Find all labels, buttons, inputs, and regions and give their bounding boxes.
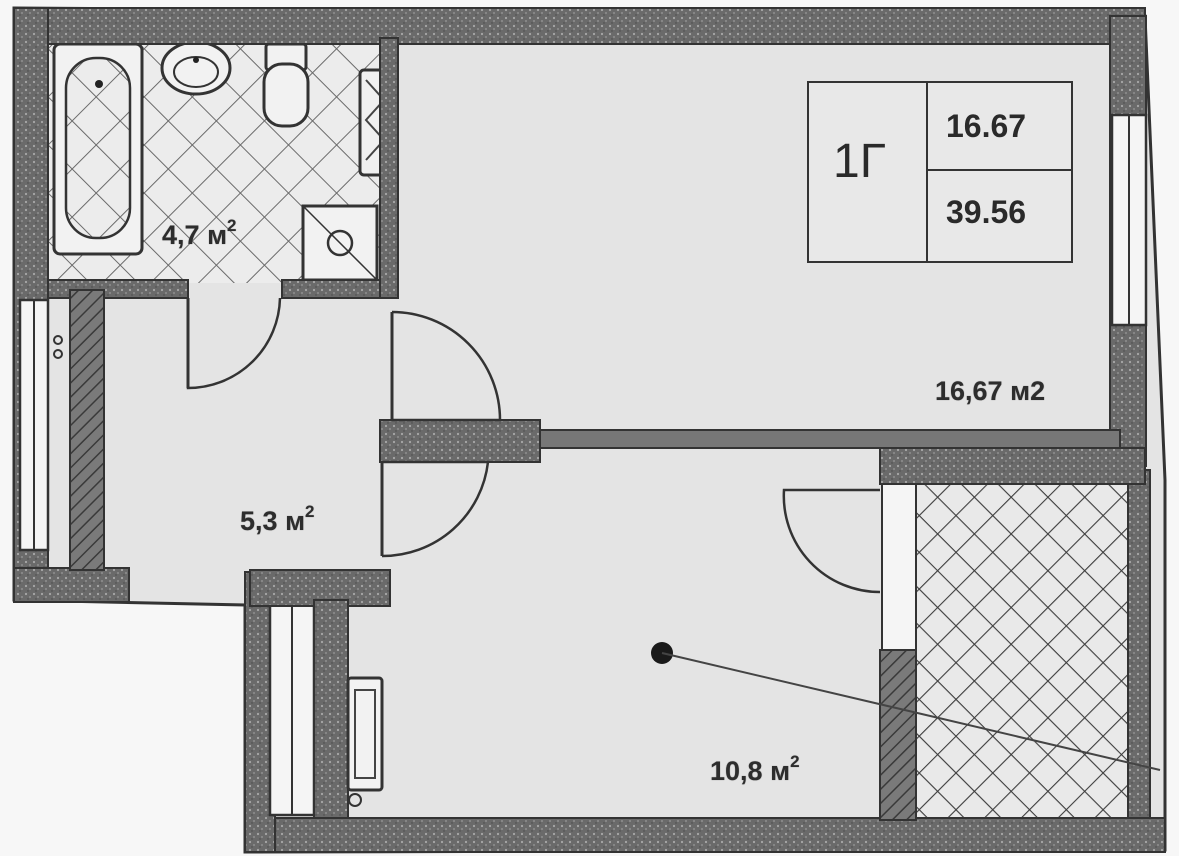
room-area-unit: м (207, 220, 228, 250)
room-label-living: 16,67 м2 (935, 376, 1045, 407)
apartment-info-table (807, 81, 1073, 263)
door-kitchen (381, 460, 490, 558)
bathtub-icon (52, 42, 144, 256)
room-area-value: 5,3 (240, 506, 278, 536)
room-area-value: 4,7 (162, 220, 200, 250)
washing-machine-icon (301, 204, 379, 282)
room-area-unit-sup: 2 (227, 216, 237, 235)
apartment-code: 1Г (833, 135, 886, 188)
room-area-unit: м (285, 506, 306, 536)
door-living (391, 310, 502, 422)
radiator-icon (346, 676, 384, 792)
wall-balcony-top (879, 447, 1146, 485)
apartment-total-area: 39.56 (946, 194, 1027, 230)
room-label-kitchen: 10,8 м2 (710, 752, 800, 787)
toilet-icon (262, 42, 310, 128)
sink-icon (160, 40, 232, 96)
wall-bottom (244, 817, 1166, 853)
room-area-value: 10,8 (710, 756, 763, 786)
door-bathroom (186, 297, 282, 390)
wall-bottom-left (13, 567, 130, 603)
room-area-unit: м (770, 756, 791, 786)
wall-hall-left-dark (69, 289, 105, 571)
room-area-unit-sup: 2 (305, 502, 315, 521)
door-balcony (782, 488, 881, 594)
wall-living-kitchen (379, 419, 541, 463)
wall-bath-living (379, 37, 399, 299)
wall-living-kitchen-thin (539, 429, 1121, 449)
wall-bath-hall-2 (281, 279, 393, 299)
wall-right-lower (1127, 469, 1151, 851)
room-label-hallway: 5,3 м2 (240, 502, 315, 537)
wall-kitchen-pillar (313, 599, 349, 819)
wall-balcony-lower (879, 649, 917, 821)
room-area-unit: м2 (1010, 376, 1046, 406)
wall-top (13, 7, 1146, 45)
room-area-value: 16,67 (935, 376, 1003, 406)
balcony-hatch (915, 470, 1140, 828)
window-balcony-door (881, 483, 917, 651)
room-area-unit-sup: 2 (790, 752, 800, 771)
room-label-bathroom: 4,7 м2 (162, 216, 237, 251)
apartment-living-area: 16.67 (946, 108, 1027, 144)
